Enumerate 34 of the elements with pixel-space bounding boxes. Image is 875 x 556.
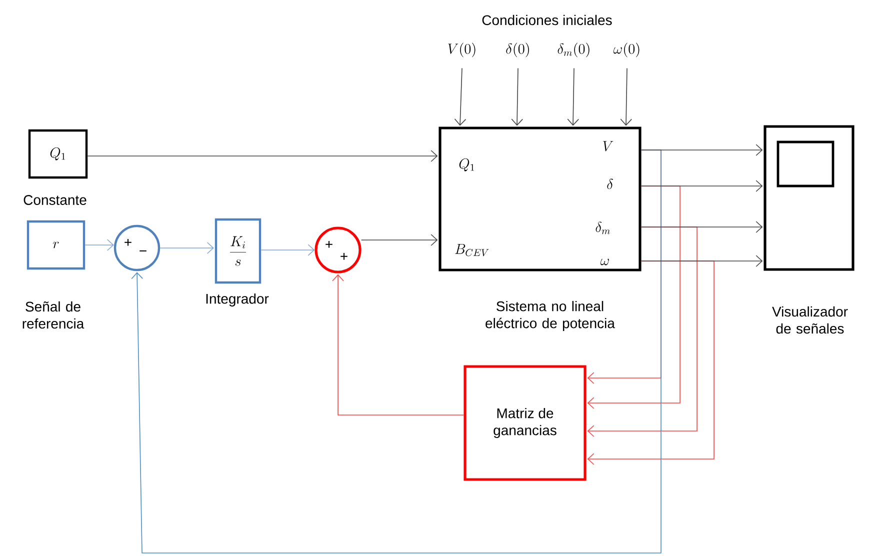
arrow <box>131 150 662 554</box>
arrow <box>360 234 438 246</box>
summing-junction: + + <box>314 226 362 274</box>
summing-junction: + − <box>114 224 160 272</box>
scope-drawing <box>764 125 854 271</box>
arrow <box>640 144 763 156</box>
node-label: Visualizador de señales <box>772 306 848 334</box>
node-label: Señal de referencia <box>22 301 84 329</box>
arrow <box>84 239 114 251</box>
arrow <box>640 221 763 233</box>
input-label: $\delta(0)$ <box>506 42 529 58</box>
constant-block: $Q_1$ <box>28 129 88 179</box>
arrow <box>87 150 438 162</box>
arrow <box>332 274 464 416</box>
arrow <box>567 68 580 126</box>
arrow <box>640 255 763 267</box>
node-label: Constante <box>24 195 86 205</box>
arrow <box>620 68 632 126</box>
arrow <box>587 186 680 409</box>
node-label: Sistema no lineal eléctrico de potencia <box>486 300 615 332</box>
arrow <box>454 68 466 126</box>
group-label: Condiciones iniciales <box>482 14 612 26</box>
arrow <box>511 68 524 126</box>
gain-matrix-block: Matriz de ganancias <box>464 365 586 481</box>
reference-block: $r$ <box>26 220 86 270</box>
input-label: $\omega(0)$ <box>614 42 640 58</box>
node-label: Integrador <box>206 293 269 307</box>
system-block: $Q_1$ $B_{CEV}$ $V$ $\delta$ $\delta_m$ $\omega$ <box>438 126 642 272</box>
arrow <box>260 244 315 256</box>
arrow <box>160 242 214 254</box>
integrator-block: $\frac{K_i}{s}$ <box>214 218 262 284</box>
arrow <box>640 180 763 192</box>
input-label: $V(0)$ <box>448 42 476 58</box>
input-label: $\delta_m(0)$ <box>558 42 590 58</box>
